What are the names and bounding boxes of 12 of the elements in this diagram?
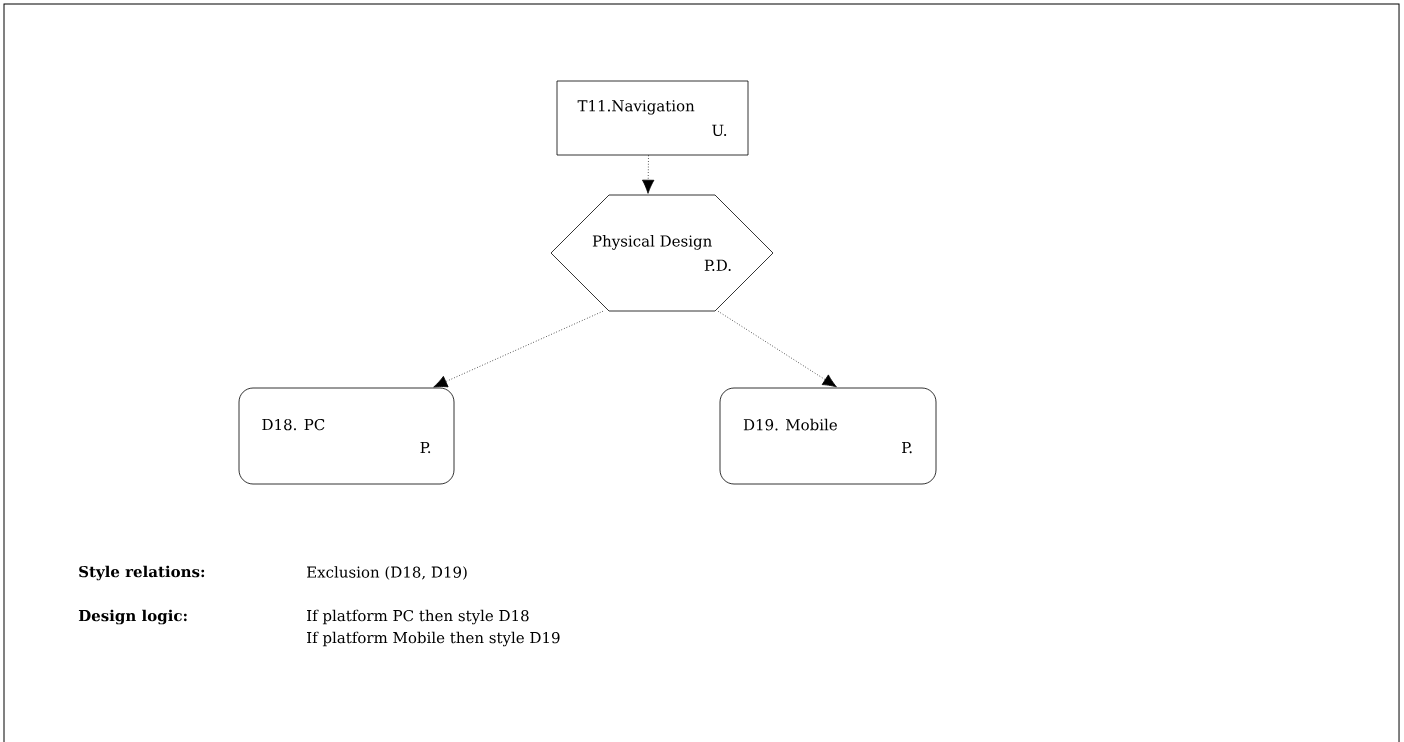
rounded-box: D19. Mobile P. xyxy=(719,387,937,485)
arrow xyxy=(717,310,837,388)
note-text: Exclusion (D18, D19) xyxy=(307,566,467,580)
note-text: If platform Mobile then style D19 xyxy=(307,631,560,647)
legend-heading: Style relations: xyxy=(79,565,205,581)
rounded-box: D18. PC P. xyxy=(238,387,455,485)
arrow xyxy=(433,310,604,388)
arrow xyxy=(642,155,655,194)
hexagon-node: Physical Design P.D. xyxy=(550,194,774,312)
note-text: If platform PC then style D18 xyxy=(307,609,529,625)
legend-heading: Design logic: xyxy=(78,609,187,625)
process-box: T11.Navigation U. xyxy=(556,80,749,156)
